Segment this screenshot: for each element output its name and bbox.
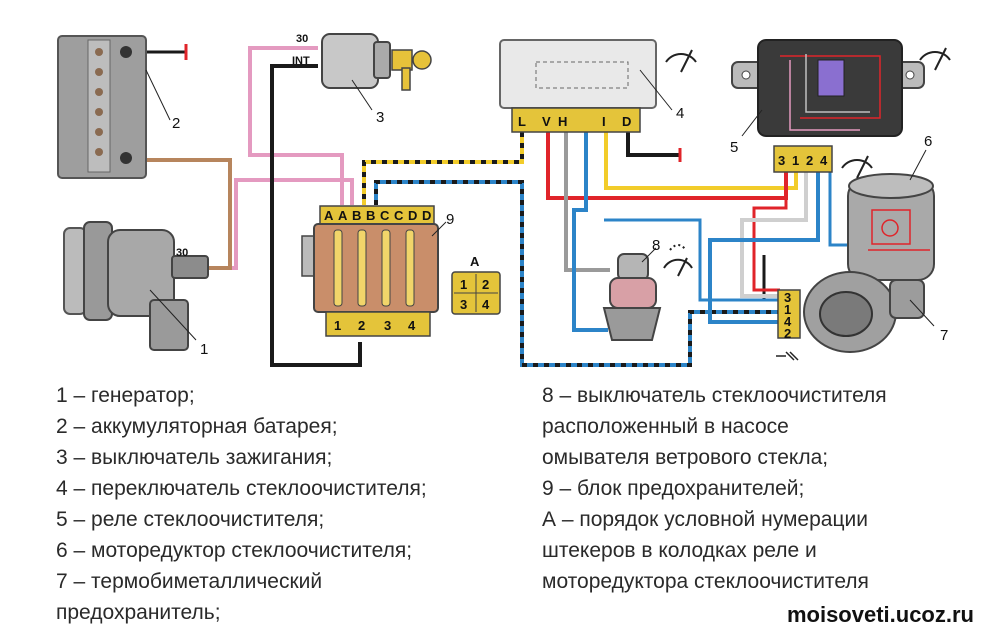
fuse-block-number: 9 [446, 211, 454, 228]
wire-blue-relay [708, 172, 820, 324]
legend-item: моторедуктора стеклоочистителя [542, 570, 869, 593]
fuse-bottom-pin-3: 3 [384, 318, 391, 333]
generator: 30 1 [63, 221, 209, 358]
motor-connector-pin-1: 1 [784, 302, 791, 317]
wire-pink-ignition [248, 46, 344, 205]
connector-example-pin-1: 1 [460, 277, 467, 292]
wiper-switch-pin-i: I [602, 114, 606, 129]
wiper-switch-number: 4 [676, 105, 684, 122]
wiper-switch-pin-h: H [558, 114, 567, 129]
wiper-switch-pin-v: V [542, 114, 551, 129]
ignition-terminal-30: 30 [296, 33, 308, 45]
fuse-top-pin-a2: A [338, 208, 348, 223]
legend-item: 2 – аккумуляторная батарея; [56, 415, 338, 438]
wiper-motor: 6 [841, 133, 935, 281]
wire-blue-washer [572, 132, 608, 332]
relay-pin-4: 4 [820, 153, 828, 168]
wire-red-motor [752, 198, 788, 292]
wire-red-v [546, 132, 788, 200]
legend-item: 6 – моторедуктор стеклоочистителя; [56, 539, 413, 562]
wiper-switch-pin-l: L [518, 114, 526, 129]
ignition-switch: 30 INT 3 [292, 33, 432, 126]
legend-item: 7 – термобиметаллический [56, 570, 323, 593]
legend-item: омывателя ветрового стекла; [542, 446, 829, 469]
legend-item: 9 – блок предохранителей; [542, 477, 805, 500]
fuse-top-pin-c2: C [394, 208, 404, 223]
legend-item: 3 – выключатель зажигания; [56, 446, 333, 469]
wiper-relay: 3 1 2 4 5 [730, 39, 951, 173]
legend-item: 4 – переключатель стеклоочистителя; [56, 477, 427, 500]
wiper-motor-number: 6 [924, 133, 932, 150]
washer-switch: 8 [602, 237, 693, 341]
wire-blue-motor-feed [828, 172, 848, 247]
wire-black-d [626, 132, 680, 157]
wire-black-motor-ground [762, 255, 778, 302]
washer-symbol-icon [663, 244, 693, 277]
generator-number: 1 [200, 341, 208, 358]
ignition-terminal-int: INT [292, 55, 310, 67]
fuse-bottom-pin-1: 1 [334, 318, 341, 333]
wiring-diagram: 2 30 1 30 INT 3 [57, 33, 951, 367]
legend-item: расположенный в насосе [542, 415, 789, 438]
wire-gray-h [564, 132, 610, 272]
wire-brown-battery [128, 158, 232, 270]
fuse-bottom-pin-4: 4 [408, 318, 416, 333]
wiper-switch: L V H I D 4 [499, 39, 697, 133]
relay-wiper-symbol-icon [919, 47, 951, 71]
ignition-switch-number: 3 [376, 109, 384, 126]
site-watermark: moisoveti.ucoz.ru [786, 602, 974, 627]
legend-item: А – порядок условной нумерации [542, 508, 868, 531]
relay-pin-1: 1 [792, 153, 799, 168]
thermal-fuse: 3 1 4 2 7 [776, 271, 948, 361]
ground-symbol-icon [776, 351, 799, 361]
motor-wiper-symbol-icon [841, 155, 873, 179]
legend-item: 5 – реле стеклоочистителя; [56, 508, 325, 531]
fuse-top-pin-c1: C [380, 208, 390, 223]
legend-left: 1 – генератор; 2 – аккумуляторная батаре… [56, 380, 427, 628]
legend-item: штекеров в колодках реле и [542, 539, 817, 562]
relay-pin-3: 3 [778, 153, 785, 168]
connector-example-pin-4: 4 [482, 297, 490, 312]
motor-connector-pin-3: 3 [784, 290, 791, 305]
legend-item: 1 – генератор; [56, 384, 195, 407]
legend-item: 8 – выключатель стеклоочистителя [542, 384, 887, 407]
thermal-fuse-number: 7 [940, 327, 948, 344]
wire-yellow-i [604, 132, 798, 190]
wiper-switch-pin-d: D [622, 114, 631, 129]
motor-connector-pin-2: 2 [784, 326, 791, 341]
washer-switch-number: 8 [652, 237, 660, 254]
relay-pin-2: 2 [806, 153, 813, 168]
battery: 2 [57, 35, 188, 179]
wiper-symbol-icon [665, 49, 697, 73]
battery-number: 2 [172, 115, 180, 132]
fuse-top-pin-b1: B [352, 208, 361, 223]
connector-example-label: A [470, 254, 480, 269]
connector-example: A 1 2 3 4 [451, 254, 501, 315]
wiper-relay-number: 5 [730, 139, 738, 156]
wire-blue-washer-top [604, 218, 780, 302]
fuse-bottom-pin-2: 2 [358, 318, 365, 333]
fuse-top-pin-a1: A [324, 208, 334, 223]
connector-example-pin-2: 2 [482, 277, 489, 292]
generator-terminal-30: 30 [176, 247, 188, 259]
fuse-top-pin-b2: B [366, 208, 375, 223]
connector-example-pin-3: 3 [460, 297, 467, 312]
fuse-top-pin-d1: D [408, 208, 417, 223]
fuse-block: A A B B C C D D 1 2 3 4 9 [301, 205, 454, 337]
legend-item: предохранитель; [56, 601, 221, 624]
fuse-top-pin-d2: D [422, 208, 431, 223]
wire-white-relay [740, 172, 808, 298]
legend-right: 8 – выключатель стеклоочистителя располо… [542, 380, 887, 597]
wire-black-int [270, 64, 362, 367]
motor-connector-pin-4: 4 [784, 314, 792, 329]
wire-yellow-black-l [362, 132, 524, 205]
